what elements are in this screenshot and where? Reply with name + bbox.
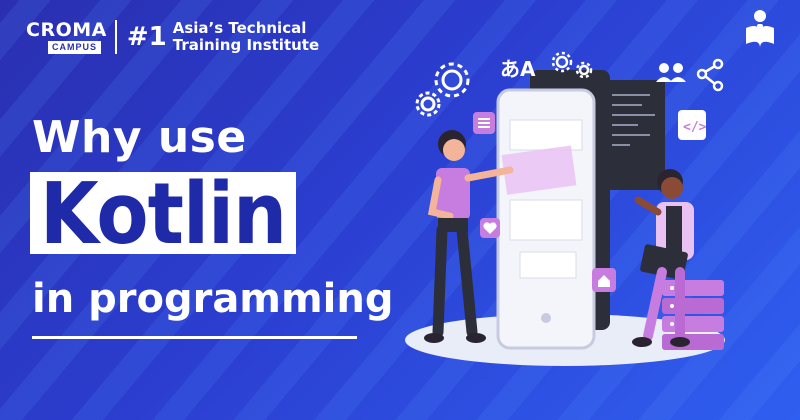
croma-campus-mark: CROMA CAMPUS [26, 18, 107, 54]
users-icon [656, 63, 686, 82]
headline-kotlin: Kotlin [39, 163, 287, 263]
share-icon [696, 58, 724, 92]
tagline-line2: Training Institute [172, 36, 320, 54]
logo-croma-text: CROMA [26, 18, 107, 41]
gear-right-icon [551, 51, 593, 79]
heart-icon [483, 222, 497, 234]
logo-campus-text: CAMPUS [48, 40, 102, 54]
gear-icon [434, 62, 470, 98]
menu-icon [478, 118, 490, 128]
logo-tagline: Asia’s Technical Training Institute [173, 20, 319, 54]
phone-card-1 [509, 119, 583, 151]
man-figure [632, 169, 694, 347]
gear-small-icon [415, 91, 441, 117]
brand-logo: CROMA CAMPUS #1 Asia’s Technical Trainin… [26, 20, 319, 54]
code-icon: </> [683, 120, 707, 135]
headline-line3: in programming [32, 276, 394, 322]
kotlin-highlight-box: Kotlin [30, 163, 296, 263]
phone-card-3 [519, 251, 577, 279]
logo-divider [114, 20, 117, 54]
phone-card-2 [509, 199, 583, 241]
person-reading-icon [746, 10, 774, 48]
woman-figure [424, 130, 514, 343]
developers-illustration: </> あA [405, 51, 725, 366]
headline-line1: Why use [32, 112, 247, 163]
code-tile-icon [678, 110, 706, 140]
tagline-line1: Asia’s Technical [172, 19, 307, 37]
logo-rank: #1 [126, 22, 167, 52]
phone-card-highlight [501, 145, 577, 195]
phone-home-button [541, 313, 551, 323]
code-lines [612, 94, 655, 146]
translate-icon: あA [500, 57, 536, 81]
home-icon [598, 275, 610, 287]
headline-underline [32, 336, 357, 339]
server-stack [662, 280, 724, 350]
